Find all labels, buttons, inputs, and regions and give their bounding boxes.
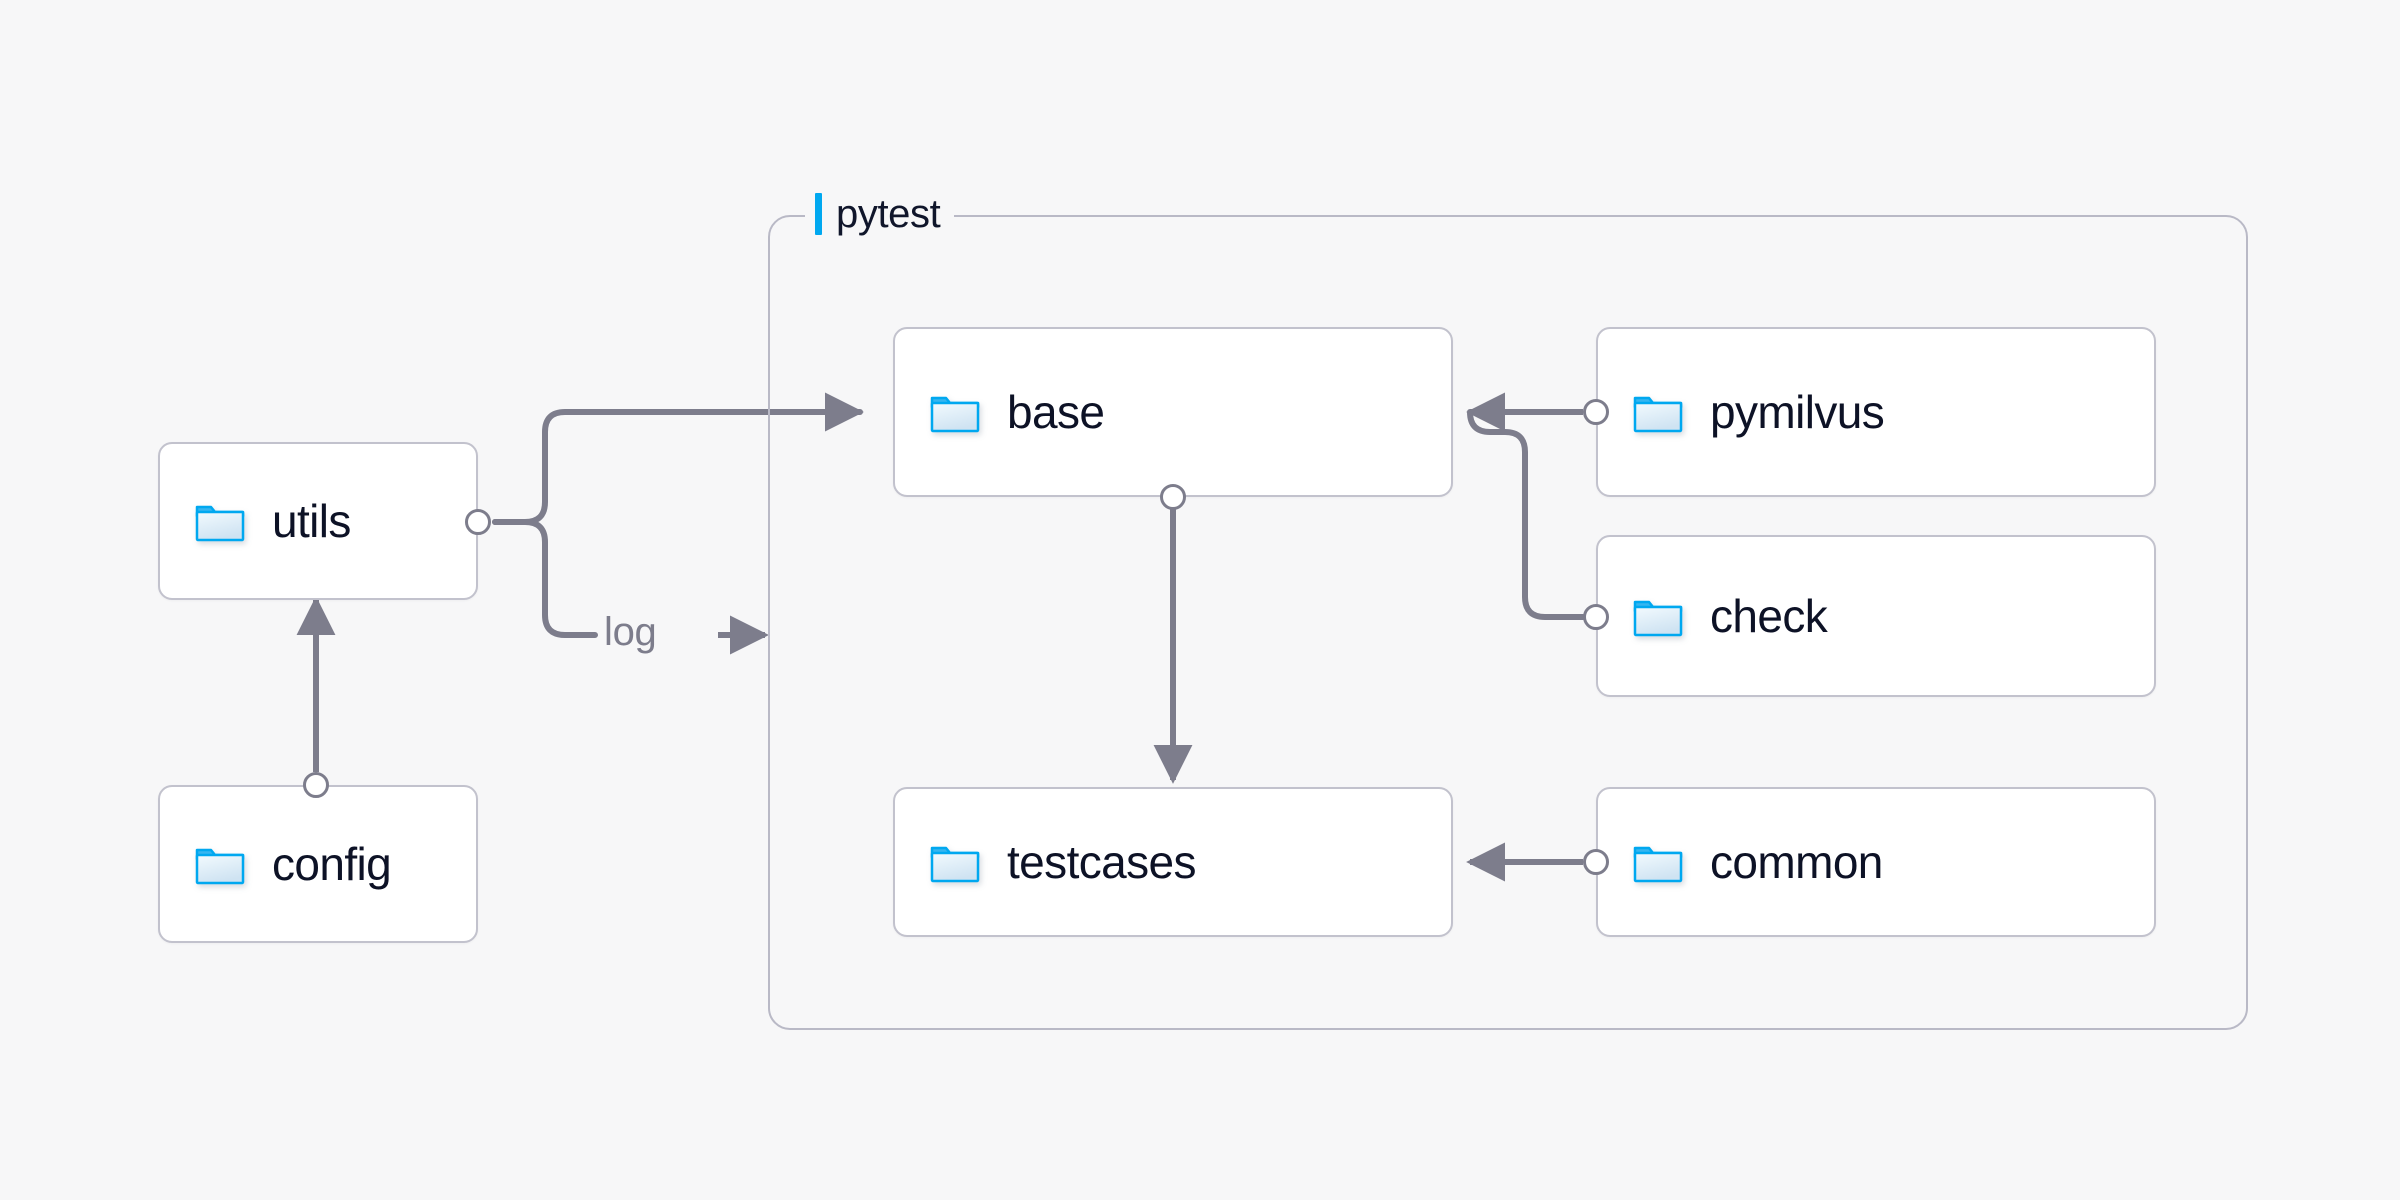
node-check-content: check — [1598, 590, 1828, 642]
folder-icon — [1633, 846, 1683, 883]
node-base-content: base — [895, 386, 1105, 438]
node-config-label: config — [272, 838, 392, 890]
port-pymilvus-left[interactable] — [1583, 399, 1609, 425]
node-utils[interactable]: utils — [158, 442, 478, 600]
folder-icon — [930, 846, 980, 883]
edge-label-log: log — [604, 610, 657, 654]
node-common-content: common — [1598, 839, 1883, 885]
node-base[interactable]: base — [893, 327, 1453, 497]
node-config[interactable]: config — [158, 785, 478, 943]
node-pymilvus-content: pymilvus — [1598, 386, 1885, 438]
node-check-label: check — [1710, 590, 1828, 642]
folder-icon — [930, 396, 980, 433]
node-config-content: config — [160, 838, 392, 890]
node-utils-content: utils — [160, 498, 351, 544]
node-testcases-content: testcases — [895, 836, 1197, 888]
group-label-text: pytest — [836, 191, 941, 236]
node-pymilvus-label: pymilvus — [1710, 386, 1885, 438]
group-accent-bar — [815, 193, 822, 235]
port-utils-right[interactable] — [465, 509, 491, 535]
group-pytest-label: pytest — [805, 188, 955, 240]
folder-icon — [1633, 600, 1683, 637]
node-pymilvus[interactable]: pymilvus — [1596, 327, 2156, 497]
folder-icon — [1633, 396, 1683, 433]
node-utils-label: utils — [272, 495, 351, 547]
folder-icon — [195, 848, 245, 885]
node-testcases[interactable]: testcases — [893, 787, 1453, 937]
port-base-bottom[interactable] — [1160, 484, 1186, 510]
node-common-label: common — [1710, 836, 1883, 888]
node-base-label: base — [1007, 386, 1105, 438]
port-config-top[interactable] — [303, 772, 329, 798]
node-common[interactable]: common — [1596, 787, 2156, 937]
node-testcases-label: testcases — [1007, 836, 1197, 888]
port-common-left[interactable] — [1583, 849, 1609, 875]
folder-icon — [195, 505, 245, 542]
edge-utils-log — [492, 519, 598, 638]
node-check[interactable]: check — [1596, 535, 2156, 697]
port-check-left[interactable] — [1583, 604, 1609, 630]
group-pytest[interactable] — [768, 215, 2248, 1030]
